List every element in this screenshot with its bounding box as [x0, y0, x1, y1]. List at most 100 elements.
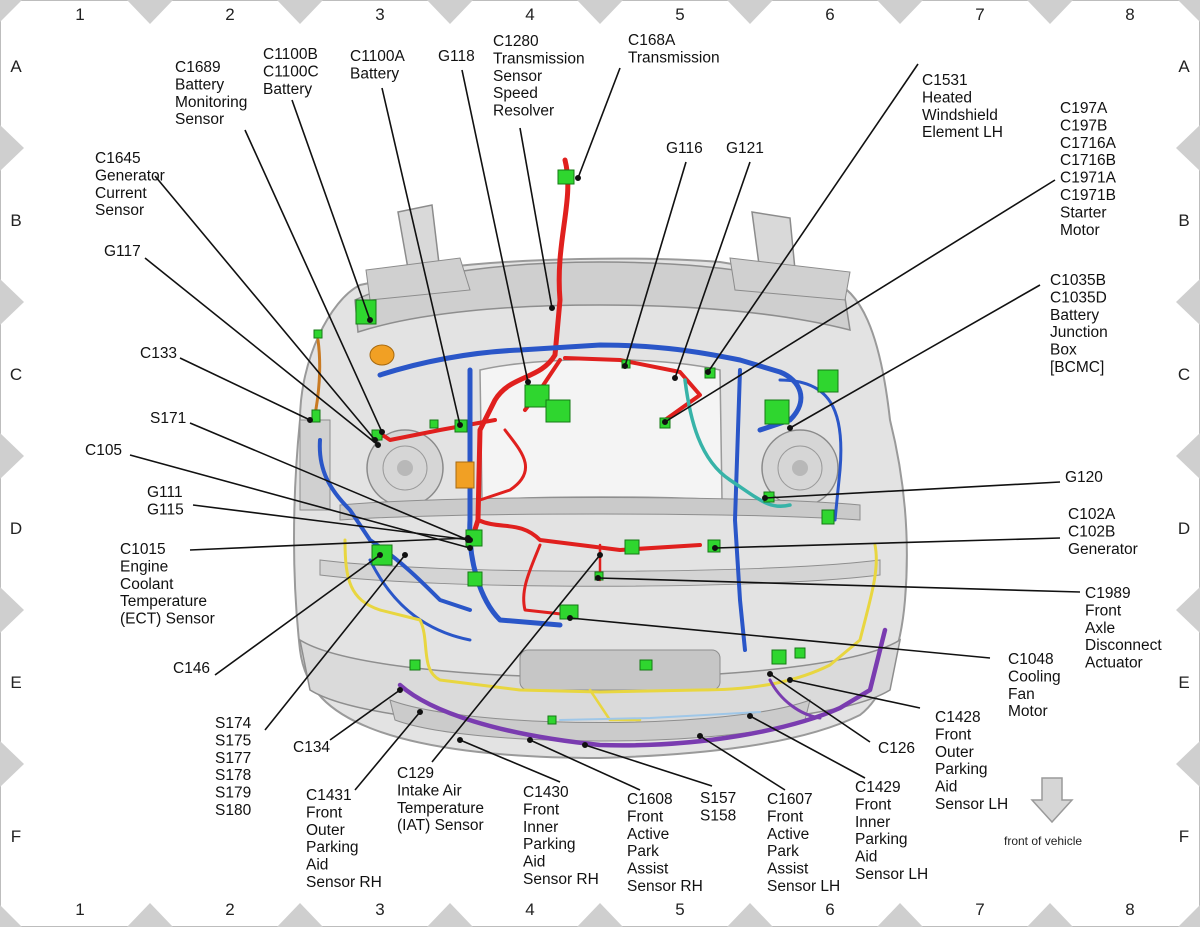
leader-tip-c1607 [696, 732, 703, 739]
callout-text-line: C1035B [1050, 272, 1106, 289]
callout-text-line: C1100C [263, 63, 319, 80]
leader-line-c197 [664, 179, 1056, 423]
leader-line-c133 [179, 357, 311, 421]
leader-line-c129 [431, 554, 601, 763]
callout-text-line: Coolant [120, 576, 174, 593]
callout-text-line: Park [627, 843, 659, 860]
grid-column-label-top: 1 [75, 5, 84, 24]
callout-text-line: C133 [140, 345, 177, 362]
callout-text-line: Monitoring [175, 94, 247, 111]
leader-tip-c1689 [378, 428, 385, 435]
callout-text-line: Actuator [1085, 655, 1143, 672]
callout-text-line: S157 [700, 790, 736, 807]
callout-text-line: Assist [627, 861, 669, 878]
callout-text-line: G120 [1065, 469, 1103, 486]
grid-row-label-right: C [1178, 365, 1190, 384]
callout-text-line: C1645 [95, 150, 141, 167]
grid-row-label-right: D [1178, 519, 1190, 538]
callout-text-line: Parking [935, 761, 988, 778]
leader-tip-c1100b [366, 316, 373, 323]
leader-line-c1607 [699, 735, 786, 791]
callout-text-line: C168A [628, 32, 676, 49]
callout-text-line: C1716A [1060, 135, 1117, 152]
callout-text-line: C1989 [1085, 585, 1131, 602]
callout-c197: C197AC197BC1716AC1716BC1971AC1971BStarte… [1060, 100, 1117, 239]
callout-text-line: Outer [306, 822, 345, 839]
callout-text-line: Intake Air [397, 782, 462, 799]
callout-text-line: Parking [855, 831, 908, 848]
callout-text-line: Sensor RH [306, 874, 382, 891]
callout-text-line: S178 [215, 767, 251, 784]
grid-row-label-left: E [10, 673, 21, 692]
leader-line-c1989 [597, 577, 1081, 593]
grid-column-label-top: 6 [825, 5, 834, 24]
leader-line-s174 [264, 554, 406, 731]
callout-text-line: Sensor RH [523, 871, 599, 888]
wiring-harnesses [312, 157, 888, 748]
callout-text-line: C1035D [1050, 289, 1107, 306]
callout-text-line: Front [306, 804, 343, 821]
leader-tip-c134 [396, 686, 403, 693]
leader-line-c1689 [244, 129, 383, 433]
callout-text-line: Front [523, 801, 560, 818]
callout-text-line: Active [767, 826, 809, 843]
leader-line-c1608 [529, 739, 641, 791]
callout-text-line: C1280 [493, 33, 539, 50]
callout-text-line: Aid [523, 854, 545, 871]
grid-row-label-right: B [1178, 211, 1189, 230]
callout-text-line: Aid [855, 849, 877, 866]
callout-text-line: C1048 [1008, 651, 1054, 668]
leader-tip-c1430 [456, 736, 463, 743]
callout-text-line: G117 [104, 243, 141, 260]
callout-text-line: Front [1085, 602, 1122, 619]
leader-tip-c129 [596, 551, 603, 558]
connectors [311, 169, 839, 725]
callout-text-line: Sensor [493, 68, 542, 85]
grid-column-label-bottom: 7 [975, 900, 984, 919]
callout-text-line: Generator [1068, 541, 1138, 558]
callout-text-line: (ECT) Sensor [120, 611, 215, 628]
leader-line-c1015 [189, 537, 469, 551]
callout-text-line: Motor [1008, 703, 1048, 720]
callout-text-line: Front [627, 808, 664, 825]
leader-line-c1100a [381, 87, 461, 426]
callout-g121: G121 [726, 140, 764, 157]
leader-tip-c1989 [594, 574, 601, 581]
callout-text-line: Sensor [95, 202, 144, 219]
callout-text-line: Engine [120, 558, 168, 575]
leader-tip-c197 [661, 418, 668, 425]
grid-column-label-top: 4 [525, 5, 534, 24]
leader-line-c168a [577, 67, 621, 179]
front-arrow-icon [1030, 777, 1074, 824]
leader-line-c1531 [707, 63, 919, 373]
grid-column-label-bottom: 5 [675, 900, 684, 919]
front-of-vehicle-label: front of vehicle [1004, 834, 1082, 848]
red-harness [467, 157, 571, 548]
callout-c133: C133 [140, 345, 177, 362]
leader-tip-g118 [524, 378, 531, 385]
leader-tip-c146 [376, 551, 383, 558]
callout-text-line: Sensor LH [855, 866, 928, 883]
callout-text-line: Motor [1060, 222, 1100, 239]
leader-tip-c1048 [566, 614, 573, 621]
callout-text-line: Disconnect [1085, 637, 1162, 654]
callout-text-line: Active [627, 826, 669, 843]
grid-row-label-right: A [1178, 57, 1190, 76]
callout-c146: C146 [173, 660, 210, 677]
callout-text-line: G111 [147, 484, 183, 501]
leader-tip-c1015 [464, 534, 471, 541]
leader-line-c1431 [354, 711, 421, 791]
leader-tip-c133 [306, 416, 313, 423]
teal-harness [683, 378, 792, 508]
grid-column-label-bottom: 3 [375, 900, 384, 919]
callout-text-line: Temperature [120, 593, 207, 610]
